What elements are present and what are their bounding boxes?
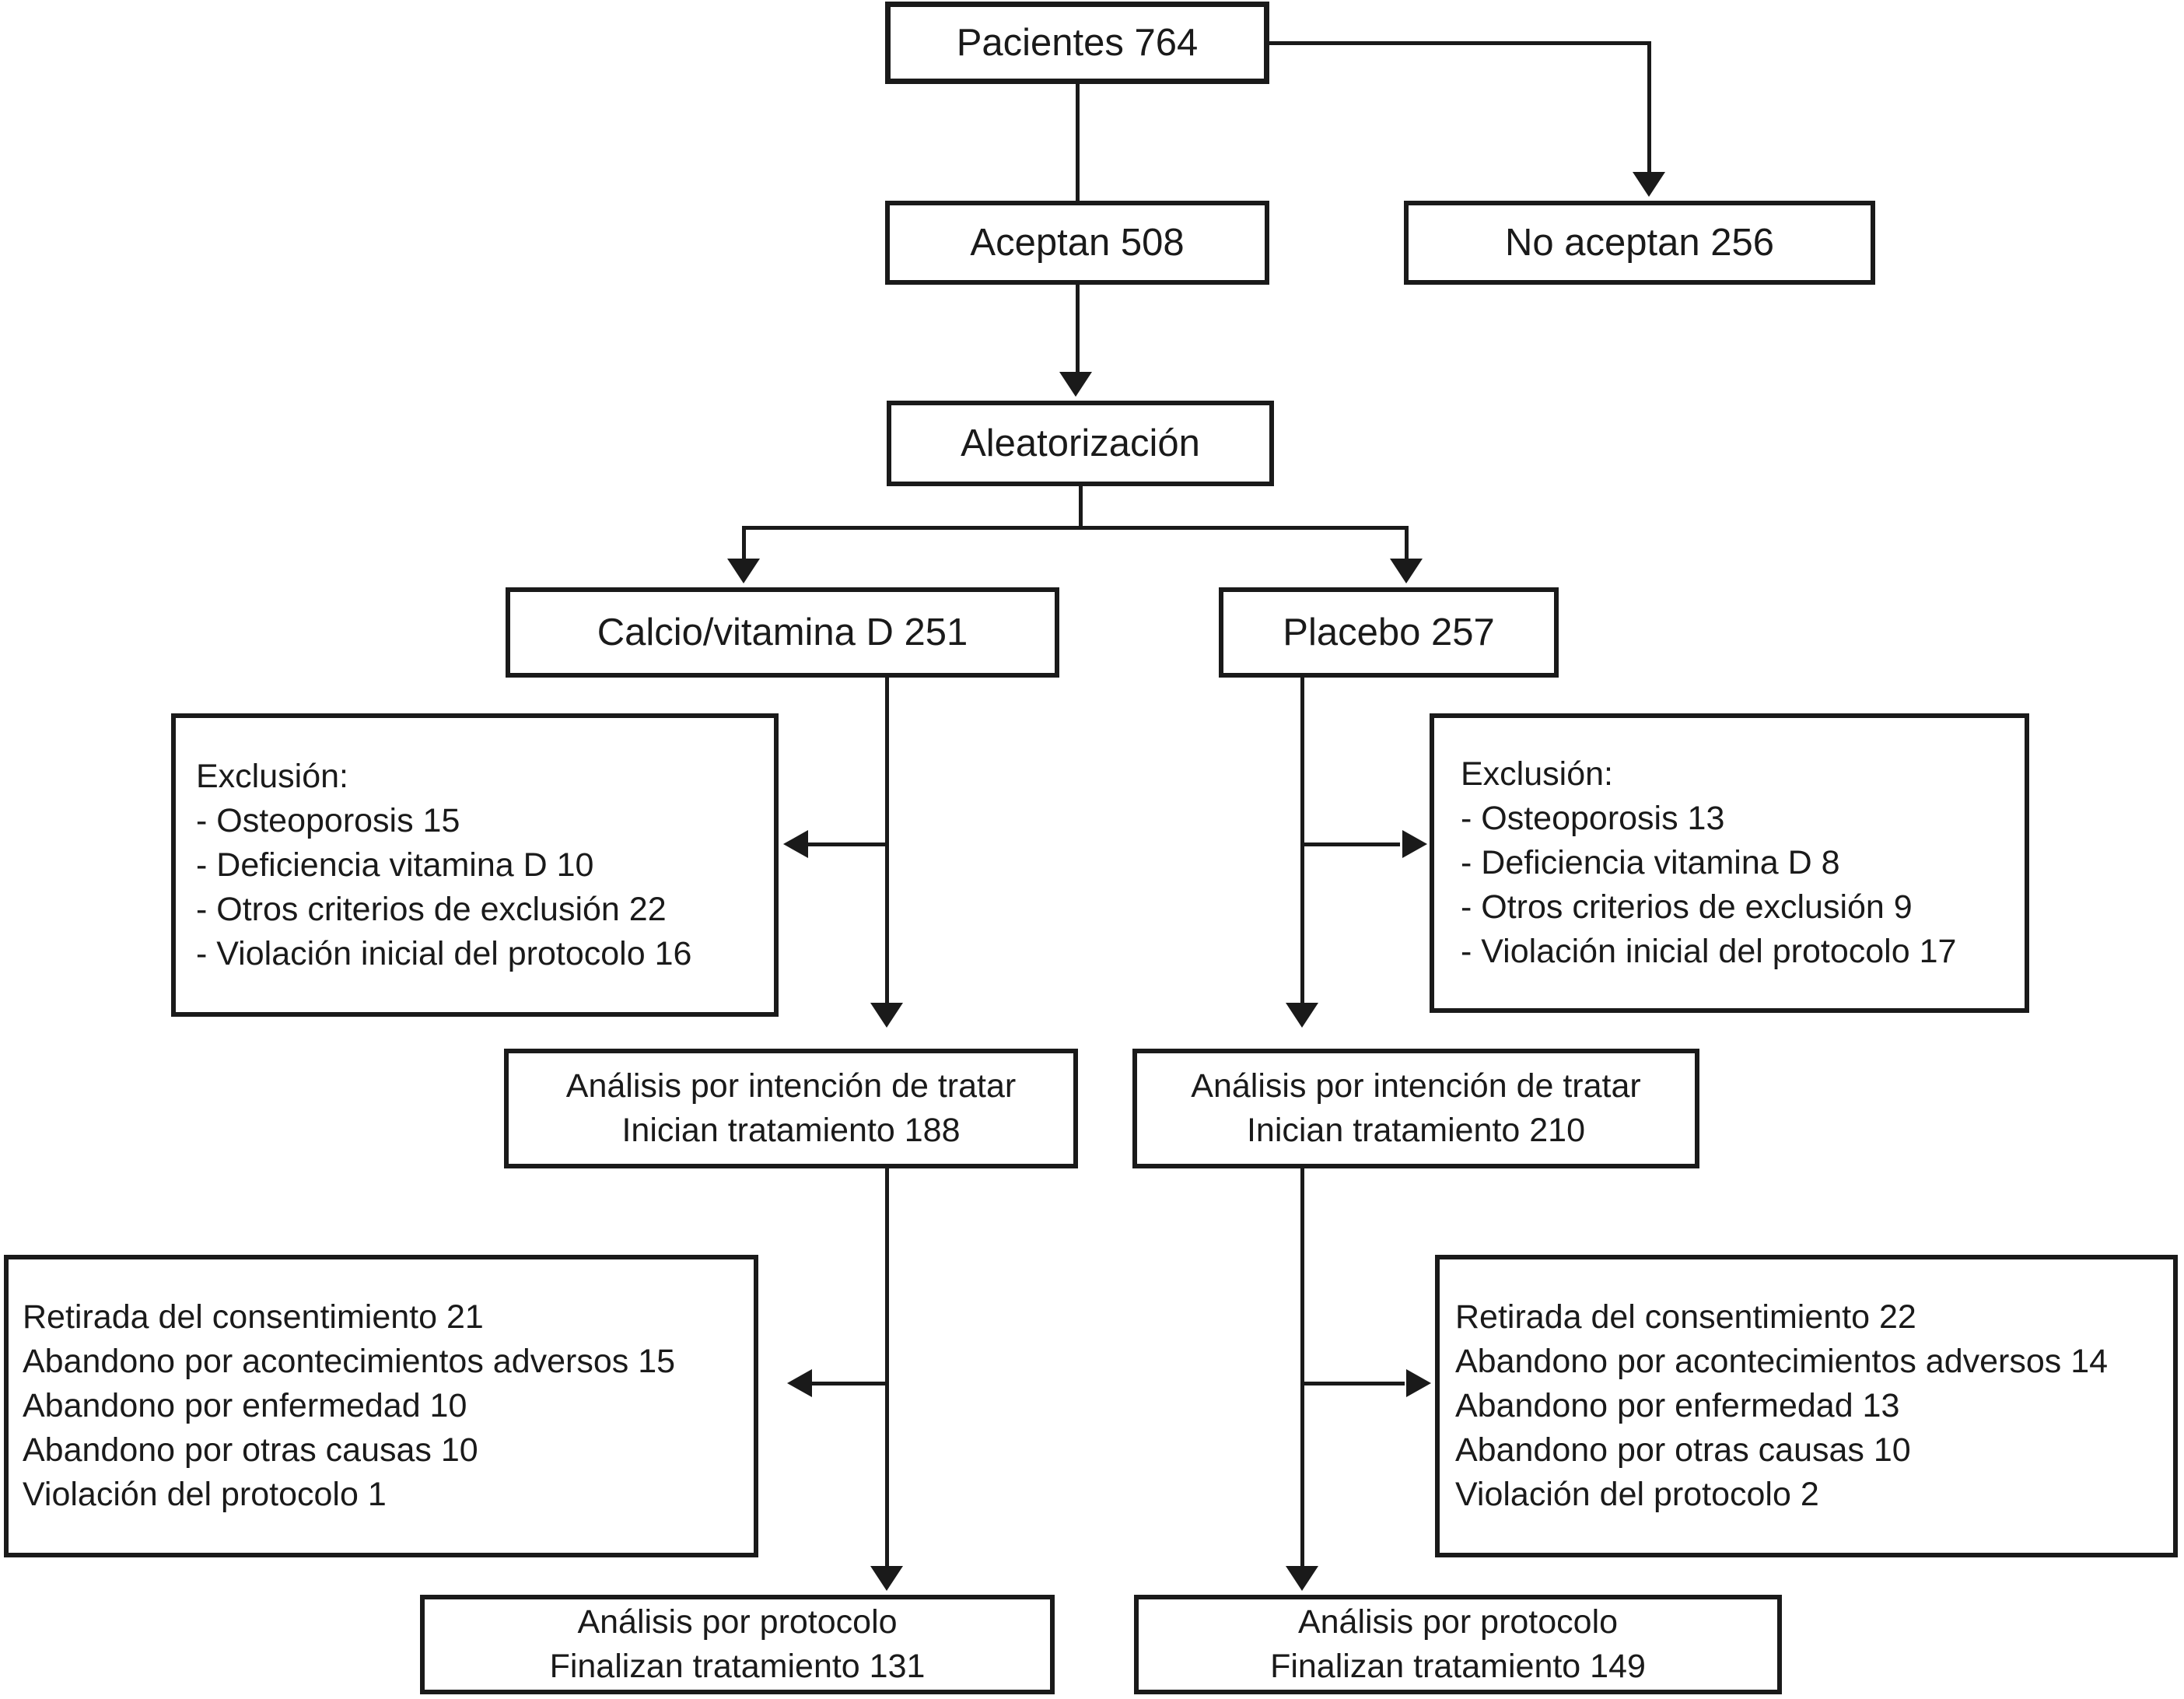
exclusion-der-line: - Deficiencia vitamina D 8 xyxy=(1461,844,1840,881)
protocolo-der-line: Análisis por protocolo xyxy=(1297,1603,1619,1641)
arrowhead-down-itt-izq xyxy=(870,1003,903,1028)
connector-aleatorizacion-split-stem xyxy=(1079,486,1083,530)
connector-pacientes-noaceptan-horizontal xyxy=(1269,41,1651,45)
node-calcio-vitamina-d-label: Calcio/vitamina D 251 xyxy=(597,611,968,653)
abandono-der-line: Retirada del consentimiento 22 xyxy=(1455,1298,1916,1336)
connector-pacientes-noaceptan-vertical xyxy=(1647,41,1651,172)
node-placebo-label: Placebo 257 xyxy=(1283,611,1495,653)
itt-izq-line: Inician tratamiento 188 xyxy=(621,1112,961,1149)
abandono-izq-line: Abandono por otras causas 10 xyxy=(23,1431,478,1469)
connector-split-horizontal xyxy=(742,526,1409,530)
arrowhead-down-itt-der xyxy=(1286,1003,1318,1028)
node-no-aceptan-label: No aceptan 256 xyxy=(1505,221,1774,264)
protocolo-izq-line: Finalizan tratamiento 131 xyxy=(549,1648,926,1685)
node-protocolo-izq: Análisis por protocolo Finalizan tratami… xyxy=(420,1595,1055,1694)
abandono-izq-line: Abandono por enfermedad 10 xyxy=(23,1387,467,1424)
connector-split-left-stub xyxy=(742,526,746,559)
abandono-der-line: Abandono por enfermedad 13 xyxy=(1455,1387,1900,1424)
abandono-der-line: Abandono por acontecimientos adversos 14 xyxy=(1455,1343,2109,1380)
node-no-aceptan: No aceptan 256 xyxy=(1404,201,1875,285)
arrowhead-left-exclusion-izq xyxy=(783,830,808,858)
node-aceptan-label: Aceptan 508 xyxy=(970,221,1185,264)
node-itt-der: Análisis por intención de tratar Inician… xyxy=(1132,1049,1699,1168)
arrowhead-down-protocolo-der xyxy=(1286,1566,1318,1591)
protocolo-izq-line: Análisis por protocolo xyxy=(577,1603,898,1641)
abandono-izq-line: Retirada del consentimiento 21 xyxy=(23,1298,484,1336)
connector-abandono-der-branch xyxy=(1302,1382,1405,1385)
abandono-izq-line: Abandono por acontecimientos adversos 15 xyxy=(23,1343,676,1380)
abandono-der-line: Violación del protocolo 2 xyxy=(1455,1476,1819,1513)
node-aleatorizacion: Aleatorización xyxy=(887,401,1274,486)
node-protocolo-der: Análisis por protocolo Finalizan tratami… xyxy=(1134,1595,1782,1694)
exclusion-der-line: - Violación inicial del protocolo 17 xyxy=(1461,933,1957,970)
node-abandono-der: Retirada del consentimiento 22 Abandono … xyxy=(1435,1255,2178,1557)
node-exclusion-der: Exclusión: - Osteoporosis 13 - Deficienc… xyxy=(1430,713,2029,1013)
node-aleatorizacion-label: Aleatorización xyxy=(961,422,1200,464)
itt-der-line: Análisis por intención de tratar xyxy=(1191,1067,1641,1105)
exclusion-der-line: Exclusión: xyxy=(1461,755,1613,793)
node-exclusion-izq: Exclusión: - Osteoporosis 15 - Deficienc… xyxy=(171,713,779,1017)
abandono-der-line: Abandono por otras causas 10 xyxy=(1455,1431,1911,1469)
connector-itt-protocolo-der-spine xyxy=(1300,1168,1304,1566)
abandono-izq-line: Violación del protocolo 1 xyxy=(23,1476,387,1513)
protocolo-der-line: Finalizan tratamiento 149 xyxy=(1270,1648,1646,1685)
exclusion-izq-line: - Osteoporosis 15 xyxy=(196,801,460,839)
node-abandono-izq: Retirada del consentimiento 21 Abandono … xyxy=(4,1255,758,1557)
connector-placebo-itt-spine xyxy=(1300,678,1304,1003)
arrowhead-down-noaceptan xyxy=(1633,172,1665,197)
arrowhead-down-protocolo-izq xyxy=(870,1566,903,1591)
exclusion-izq-line: Exclusión: xyxy=(196,757,348,795)
arrowhead-down-aleatorizacion xyxy=(1059,372,1092,397)
exclusion-izq-line: - Otros criterios de exclusión 22 xyxy=(196,890,667,928)
connector-abandono-izq-branch xyxy=(811,1382,888,1385)
itt-der-line: Inician tratamiento 210 xyxy=(1246,1112,1586,1149)
exclusion-der-line: - Osteoporosis 13 xyxy=(1461,800,1725,837)
arrowhead-right-abandono-der xyxy=(1406,1369,1431,1397)
exclusion-izq-line: - Violación inicial del protocolo 16 xyxy=(196,934,692,972)
connector-split-right-stub xyxy=(1405,526,1409,559)
node-aceptan: Aceptan 508 xyxy=(885,201,1269,285)
arrowhead-right-exclusion-der xyxy=(1402,830,1427,858)
node-pacientes: Pacientes 764 xyxy=(885,2,1269,84)
connector-itt-protocolo-izq-spine xyxy=(885,1168,889,1566)
connector-exclusion-izq-branch xyxy=(808,842,888,846)
exclusion-izq-line: - Deficiencia vitamina D 10 xyxy=(196,846,594,884)
node-calcio-vitamina-d: Calcio/vitamina D 251 xyxy=(506,587,1059,678)
node-itt-izq: Análisis por intención de tratar Inician… xyxy=(504,1049,1078,1168)
connector-exclusion-der-branch xyxy=(1302,842,1400,846)
connector-pacientes-aceptan xyxy=(1076,84,1080,201)
arrowhead-left-abandono-izq xyxy=(787,1369,812,1397)
exclusion-der-line: - Otros criterios de exclusión 9 xyxy=(1461,888,1913,926)
connector-calcio-itt-spine xyxy=(885,678,889,1003)
connector-aceptan-aleatorizacion xyxy=(1076,285,1080,372)
node-placebo: Placebo 257 xyxy=(1219,587,1559,678)
arrowhead-down-placebo xyxy=(1390,559,1423,583)
itt-izq-line: Análisis por intención de tratar xyxy=(565,1067,1017,1105)
arrowhead-down-calcio xyxy=(727,559,760,583)
node-pacientes-label: Pacientes 764 xyxy=(956,21,1199,64)
